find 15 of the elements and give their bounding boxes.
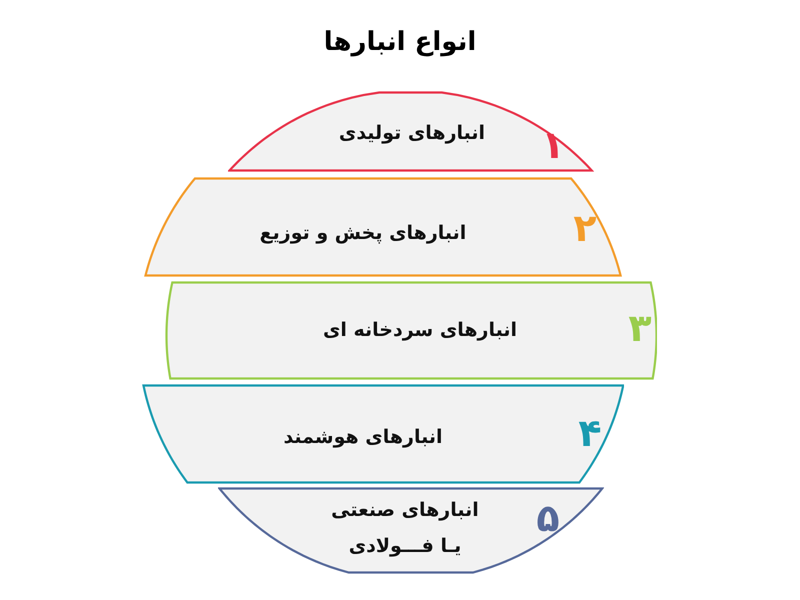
band-label: انبارهای پخش و توزیع (260, 221, 466, 246)
band-number: ۵ (536, 498, 560, 538)
band-label: انبارهای صنعتی یـا فـــولادی (330, 498, 480, 559)
band (142, 384, 624, 484)
band-number: ۴ (578, 413, 602, 453)
band-number: ۲ (573, 208, 597, 248)
band (218, 486, 604, 574)
band (144, 176, 622, 276)
title: انواع انبارها (324, 27, 476, 57)
band (164, 280, 658, 380)
band-label: انبارهای سردخانه ای (322, 318, 518, 343)
band-number: ۳ (628, 308, 652, 348)
band-label: انبارهای تولیدی (338, 121, 486, 146)
band (228, 90, 594, 172)
band-label: انبارهای هوشمند (283, 425, 443, 450)
